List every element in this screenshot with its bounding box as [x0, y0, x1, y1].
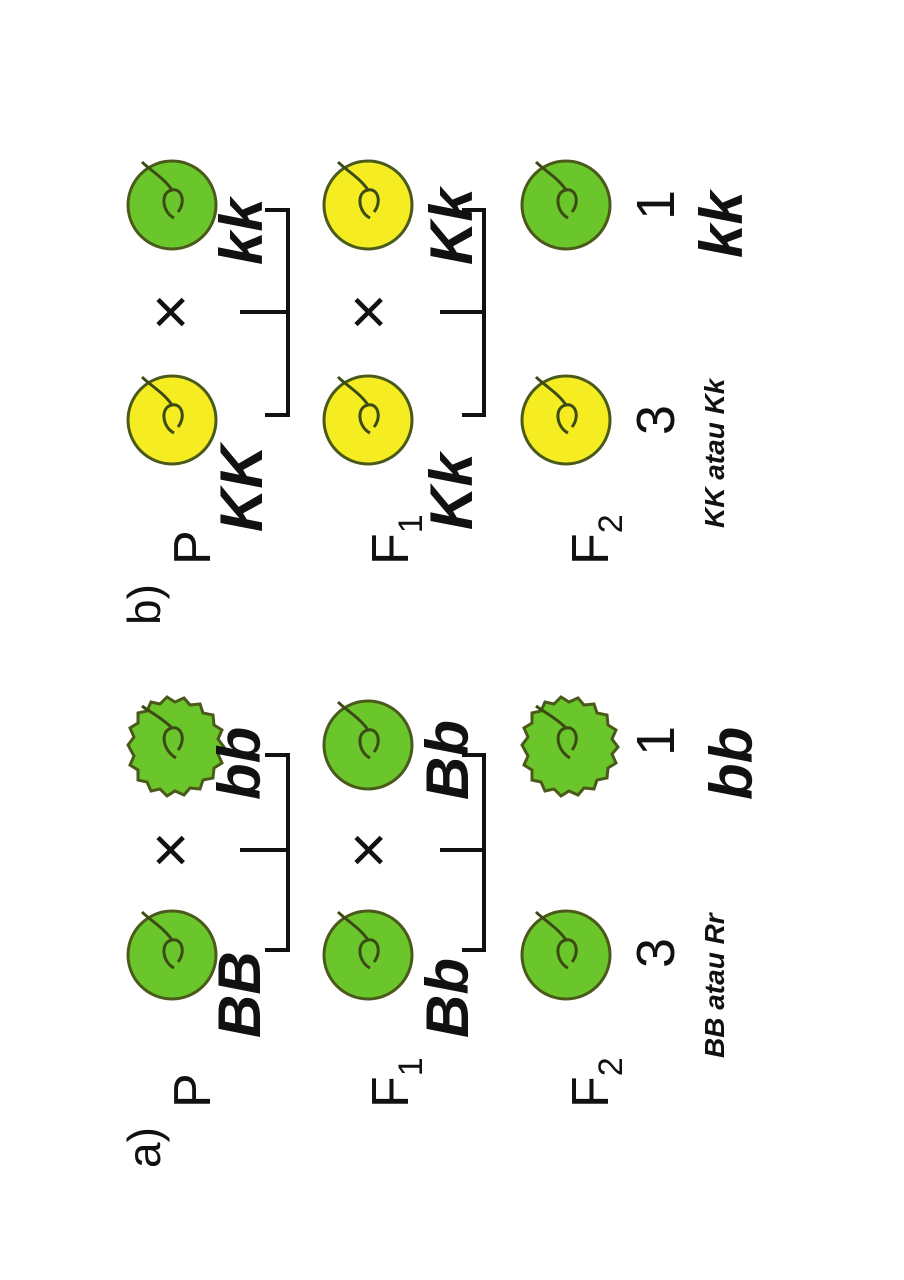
panel-b-letter: b) [118, 584, 170, 625]
seed-b-f2-right [520, 159, 612, 251]
bracket-b-p [240, 208, 290, 417]
cross-symbol-b-f1: × [332, 293, 404, 330]
panel-b: b) P F1 F2 [118, 159, 755, 625]
note-b: KK atau Kk [699, 377, 730, 528]
count-a-right: 1 [626, 726, 686, 756]
seed-a-p-right [126, 695, 226, 798]
seed-b-f1-right [322, 159, 414, 251]
genotype-b-p-left: KK [208, 442, 275, 532]
panel-a-gen-f1: F1 [362, 1057, 430, 1108]
genotype-a-p-left: BB [206, 951, 273, 1038]
genotype-b-p-right: kk [208, 196, 275, 265]
seed-b-p-right [126, 159, 218, 251]
genotype-a-f2-right: bb [698, 727, 765, 800]
panel-a: a) P F1 F2 [118, 695, 765, 1168]
seed-b-f1-left [322, 374, 414, 466]
cross-symbol-b-p: × [134, 293, 206, 330]
panel-a-gen-f2: F2 [562, 1057, 630, 1108]
panel-b-gen-f1: F1 [362, 514, 430, 565]
panel-b-gen-p: P [164, 530, 222, 565]
genotype-a-p-right: bb [206, 727, 273, 800]
genotype-b-f1-right: Kk [418, 186, 485, 265]
count-a-left: 3 [626, 938, 686, 968]
seed-a-f1-left [322, 909, 414, 1001]
note-a: BB atau Rr [699, 911, 730, 1058]
seed-b-f2-left [520, 374, 612, 466]
seed-a-f2-right [520, 695, 620, 798]
panel-a-letter: a) [118, 1127, 170, 1168]
count-b-right: 1 [626, 190, 686, 220]
seed-a-f2-left [520, 909, 612, 1001]
seed-a-f1-right [322, 699, 414, 791]
seed-a-p-left [126, 909, 218, 1001]
genotype-b-f1-left: Kk [418, 451, 485, 530]
cross-symbol-a-p: × [134, 831, 206, 868]
cross-symbol-a-f1: × [332, 831, 404, 868]
bracket-a-f1 [440, 753, 486, 952]
bracket-b-f1 [440, 208, 486, 417]
panel-a-gen-p: P [164, 1073, 222, 1108]
count-b-left: 3 [626, 405, 686, 435]
panel-b-gen-f2: F2 [562, 514, 630, 565]
genotype-a-f1-left: Bb [414, 958, 481, 1038]
seed-b-p-left [126, 374, 218, 466]
genotype-b-f2-right: kk [688, 189, 755, 258]
bracket-a-p [240, 753, 290, 952]
genotype-a-f1-right: Bb [414, 720, 481, 800]
